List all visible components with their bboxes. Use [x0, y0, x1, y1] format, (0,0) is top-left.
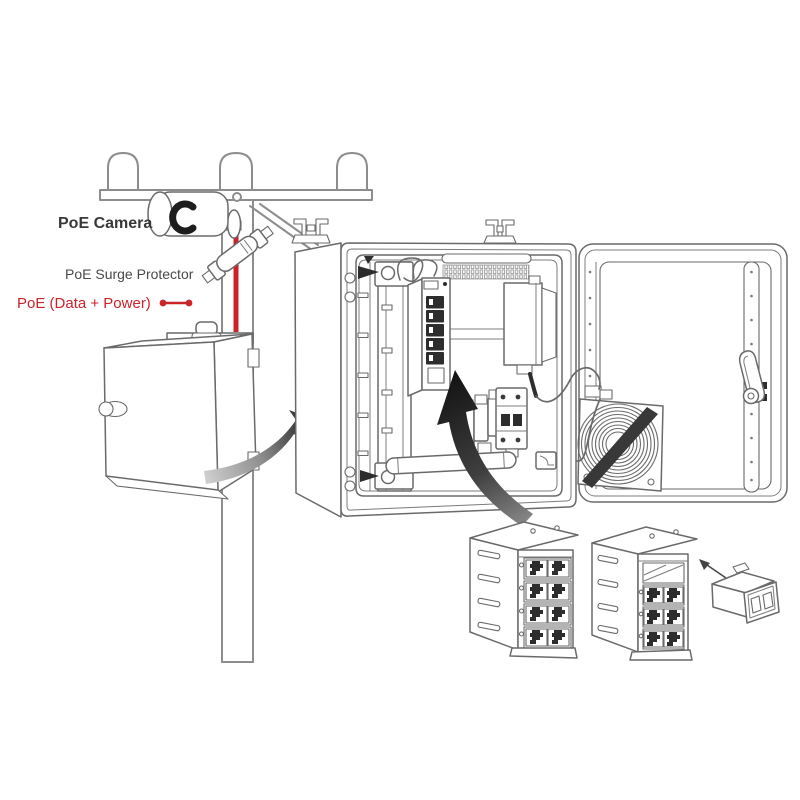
door-latch [738, 350, 767, 405]
poe-surge-protector-device [201, 225, 274, 284]
surge-protector-tower-left [469, 521, 579, 659]
module-port [750, 595, 762, 614]
poe-switch [407, 277, 451, 397]
cable-gland-elbow [535, 451, 557, 470]
module-remove-arrow [699, 559, 727, 579]
cabinet-interior-recess [355, 254, 563, 497]
pole-caps [107, 152, 368, 191]
box-to-cabinet-arrow [204, 410, 318, 484]
vent-grille [441, 253, 532, 280]
label-poe-data-power: PoE (Data + Power) [17, 295, 151, 312]
surge-protector-tower-right [591, 526, 698, 661]
switch-ports [426, 296, 444, 365]
pole-enclosure-box [98, 321, 260, 500]
connection-wires [535, 367, 601, 462]
cabinet-hanger-bracket-right [483, 219, 517, 244]
cabinet-interior-inner [358, 259, 558, 492]
cabinet-door [577, 243, 788, 503]
box-door-face [103, 341, 219, 491]
cable-loop-top [397, 257, 438, 282]
power-supply [503, 275, 557, 398]
module-port [762, 591, 774, 610]
box-hinge-top [247, 348, 260, 368]
protectors-to-cabinet-arrow [437, 370, 533, 526]
rail-bolt-top [380, 265, 396, 281]
switch-uplink [427, 367, 445, 384]
protector-module [699, 559, 780, 624]
diagram-labels: PoE Camera PoE Surge Protector PoE (Data… [17, 215, 194, 312]
cabinet-left-side [294, 242, 342, 518]
tower-port-rows [518, 557, 572, 649]
label-poe-camera: PoE Camera [58, 215, 152, 232]
empty-module-bay [642, 562, 685, 584]
cable-coil-assembly [577, 385, 664, 492]
red-cable-legend-line [159, 299, 193, 307]
camera-mount-plate [226, 209, 242, 239]
din-rail-strip [357, 262, 371, 491]
power-pigtail [528, 372, 538, 398]
poe-camera-device [147, 191, 242, 239]
tower-side-slots [597, 554, 619, 635]
cabinet-hanger-bracket-left [291, 218, 331, 244]
crossarm-bolt [232, 192, 242, 202]
circuit-breaker [495, 387, 528, 458]
tower-port-rows [638, 584, 685, 650]
cabinet-front-screws [344, 272, 356, 492]
cable-coil [577, 403, 659, 485]
label-poe-surge-protector: PoE Surge Protector [65, 266, 194, 282]
equipment-cabinet [291, 218, 577, 518]
cabinet-front-inner-line [346, 248, 572, 511]
tower-side-slots [477, 549, 501, 632]
corner-wedge [364, 256, 374, 264]
switch-console-port [423, 280, 439, 290]
coil-strap [582, 407, 658, 488]
camera-lens-icon [169, 200, 197, 235]
